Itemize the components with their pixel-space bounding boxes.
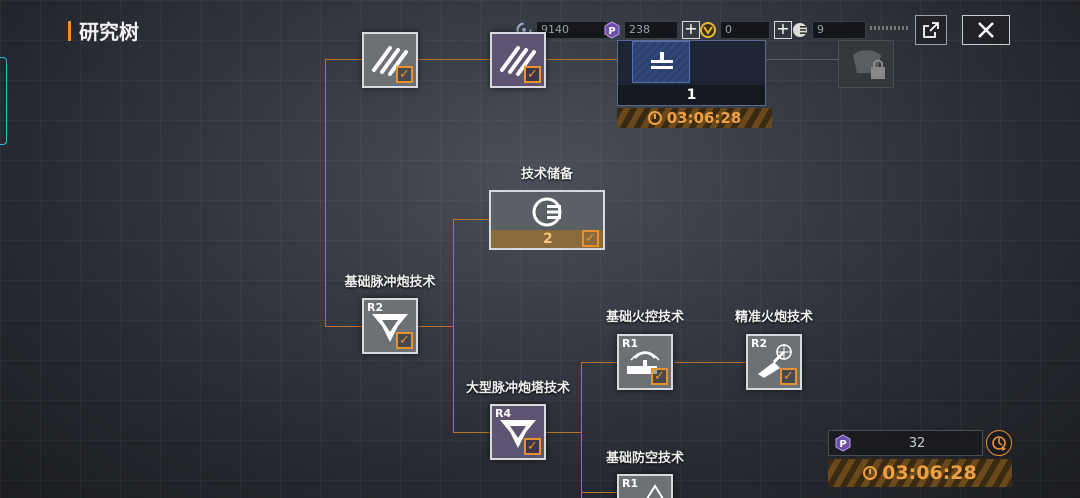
connector-line (546, 59, 618, 60)
connector-line (325, 59, 363, 60)
add-gold-button[interactable]: + (774, 21, 792, 39)
tech-node-top-left-1[interactable]: ✓ (362, 32, 418, 88)
reserve-label: 技术储备 (520, 167, 574, 182)
node-label: 基础火控技术 (605, 310, 685, 325)
tech-node-fire-control[interactable]: R1 ✓ (617, 334, 673, 390)
rank-badge: R4 (495, 407, 512, 420)
connector-line (418, 59, 490, 60)
tech-reserve-node[interactable]: 2 ✓ (489, 190, 605, 250)
external-link-icon (923, 22, 939, 38)
speed-up-icon (992, 436, 1006, 451)
bottom-timer-text: 03:06:28 (882, 462, 977, 484)
completed-check-icon: ✓ (524, 66, 541, 83)
purple-p-icon: P (835, 434, 851, 452)
missile-rack-icon (500, 46, 536, 76)
research-timer: 03:06:28 (617, 108, 772, 128)
connector-line (546, 432, 581, 433)
connector-line (325, 326, 362, 327)
speed-up-button[interactable] (986, 430, 1012, 456)
purple-p-icon: P (602, 20, 622, 40)
resource-tech-points: 9140 (514, 20, 608, 40)
research-points-panel: P 32 (828, 430, 983, 456)
node-label: 基础脉冲炮技术 (344, 275, 436, 290)
pulse-cannon-icon (372, 314, 408, 342)
connector-line (453, 219, 454, 432)
research-count: 1 (618, 85, 765, 105)
tech-node-air-defense[interactable]: R1 (617, 474, 673, 498)
plus-minus-icon (651, 52, 673, 69)
resource-value: 9140 (536, 21, 608, 39)
page-title-text: 研究树 (79, 20, 139, 44)
clock-icon (863, 466, 878, 480)
connector-line-locked (766, 59, 838, 60)
external-link-button[interactable] (915, 15, 947, 45)
completed-check-icon: ✓ (651, 368, 668, 385)
svg-text:P: P (839, 439, 846, 450)
connector-line (453, 219, 489, 220)
tech-node-top-left-2[interactable]: ✓ (490, 32, 546, 88)
connector-line (453, 432, 490, 433)
connector-line (674, 362, 746, 363)
resource-value: 0 (720, 21, 770, 39)
add-purple-button[interactable]: + (682, 21, 700, 39)
resource-value: 238 (624, 21, 678, 39)
reserve-token-icon (790, 20, 810, 40)
tech-node-pulse-cannon[interactable]: R2 ✓ (362, 298, 418, 354)
connector-line (581, 362, 617, 363)
connector-line (325, 59, 326, 326)
connector-line (581, 492, 617, 493)
reserve-token-icon (532, 197, 562, 227)
rank-badge: R1 (622, 477, 639, 490)
crosshair-cannon-icon (758, 344, 792, 378)
completed-check-icon: ✓ (582, 230, 599, 247)
completed-check-icon: ✓ (396, 332, 413, 349)
bottom-timer: 03:06:28 (828, 459, 1012, 487)
gold-coin-icon (698, 20, 718, 40)
locked-tech-node[interactable] (838, 40, 894, 88)
close-icon (978, 22, 994, 38)
page-title: 研究树 (68, 16, 139, 45)
node-label: 基础防空技术 (605, 451, 685, 466)
research-points-value: 32 (908, 435, 926, 451)
rank-badge: R2 (367, 301, 384, 314)
completed-check-icon: ✓ (396, 66, 413, 83)
node-label: 精准火炮技术 (734, 310, 814, 325)
completed-check-icon: ✓ (524, 438, 541, 455)
reserve-count: 2 (543, 231, 553, 247)
resource-value: 9 (812, 21, 866, 39)
clock-icon (647, 111, 662, 125)
radar-dish-icon (627, 351, 660, 374)
research-timer-text: 03:06:28 (666, 109, 742, 127)
pulse-turret-icon (500, 420, 536, 448)
close-button[interactable] (962, 15, 1010, 45)
title-accent-bar (68, 20, 71, 41)
connector-line (418, 326, 453, 327)
anti-air-icon (646, 484, 664, 498)
rank-badge: R2 (751, 337, 768, 350)
research-progress-image (632, 41, 690, 83)
resource-reserve: 9 (790, 20, 866, 40)
completed-check-icon: ✓ (780, 368, 797, 385)
side-tab-handle[interactable] (0, 57, 7, 145)
rank-badge: R1 (622, 337, 639, 350)
tech-node-precision-artillery[interactable]: R2 ✓ (746, 334, 802, 390)
header-divider-dots (870, 26, 908, 30)
resource-gold: 0 + (698, 20, 792, 40)
missile-rack-icon (372, 46, 408, 76)
svg-text:P: P (608, 26, 615, 37)
reserve-band (491, 230, 603, 248)
current-research-panel[interactable]: 1 (617, 40, 766, 106)
resource-purple-points: P 238 + (602, 20, 700, 40)
node-label: 大型脉冲炮塔技术 (465, 381, 571, 396)
tech-node-large-pulse-turret[interactable]: R4 ✓ (490, 404, 546, 460)
lock-icon (853, 50, 885, 79)
connector-line (581, 362, 582, 498)
